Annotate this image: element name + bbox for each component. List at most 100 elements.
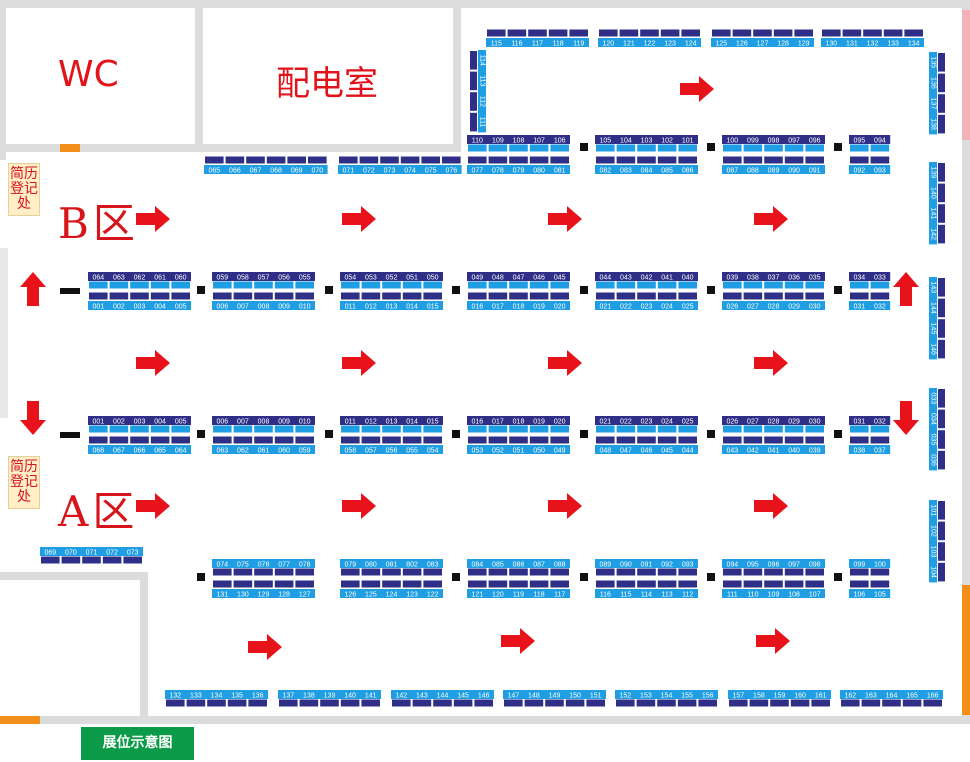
booth[interactable] — [274, 281, 294, 289]
booth[interactable] — [805, 425, 824, 433]
booth[interactable] — [616, 699, 635, 707]
booth[interactable] — [637, 156, 656, 164]
booth[interactable] — [254, 580, 273, 588]
booth[interactable] — [723, 156, 742, 164]
booth[interactable] — [207, 699, 226, 707]
booth[interactable] — [850, 156, 869, 164]
booth[interactable] — [569, 29, 588, 37]
booth[interactable] — [82, 556, 101, 564]
booth[interactable] — [861, 699, 881, 707]
booth[interactable] — [743, 436, 763, 444]
booth[interactable] — [770, 699, 789, 707]
booth[interactable] — [423, 425, 442, 433]
booth[interactable] — [870, 568, 890, 576]
booth[interactable] — [773, 29, 793, 37]
booth[interactable] — [205, 156, 224, 164]
booth[interactable] — [254, 425, 273, 433]
booth[interactable] — [233, 580, 253, 588]
booth[interactable] — [295, 580, 314, 588]
booth[interactable] — [468, 425, 487, 433]
booth[interactable] — [863, 29, 882, 37]
booth[interactable] — [637, 568, 656, 576]
booth[interactable] — [938, 319, 945, 338]
booth[interactable] — [433, 699, 452, 707]
booth[interactable] — [596, 292, 615, 300]
booth[interactable] — [870, 425, 890, 433]
booth[interactable] — [657, 292, 677, 300]
booth[interactable] — [488, 425, 508, 433]
booth[interactable] — [599, 29, 618, 37]
booth[interactable] — [764, 425, 783, 433]
booth[interactable] — [254, 281, 273, 289]
booth[interactable] — [729, 699, 748, 707]
booth[interactable] — [382, 580, 401, 588]
booth[interactable] — [938, 224, 945, 244]
booth[interactable] — [616, 144, 636, 152]
booth[interactable] — [524, 699, 544, 707]
booth[interactable] — [764, 281, 783, 289]
booth[interactable] — [41, 556, 60, 564]
booth[interactable] — [764, 568, 783, 576]
booth[interactable] — [166, 699, 185, 707]
booth[interactable] — [550, 436, 569, 444]
booth[interactable] — [938, 278, 945, 297]
booth[interactable] — [89, 425, 108, 433]
booth[interactable] — [723, 292, 742, 300]
booth[interactable] — [150, 281, 170, 289]
booth[interactable] — [938, 53, 945, 72]
booth[interactable] — [109, 281, 129, 289]
booth[interactable] — [361, 292, 381, 300]
booth[interactable] — [150, 425, 170, 433]
booth[interactable] — [938, 339, 945, 359]
booth[interactable] — [423, 436, 442, 444]
booth[interactable] — [784, 281, 804, 289]
booth[interactable] — [509, 156, 528, 164]
booth[interactable] — [341, 580, 360, 588]
booth[interactable] — [186, 699, 206, 707]
booth[interactable] — [743, 425, 763, 433]
booth[interactable] — [233, 425, 253, 433]
booth[interactable] — [130, 436, 149, 444]
booth[interactable] — [171, 292, 190, 300]
booth[interactable] — [308, 156, 327, 164]
booth[interactable] — [171, 281, 190, 289]
booth[interactable] — [402, 436, 422, 444]
booth[interactable] — [723, 436, 742, 444]
booth[interactable] — [233, 281, 253, 289]
booth[interactable] — [938, 501, 945, 520]
booth[interactable] — [233, 292, 253, 300]
booth[interactable] — [402, 425, 422, 433]
booth[interactable] — [400, 156, 420, 164]
booth[interactable] — [213, 292, 232, 300]
booth[interactable] — [938, 450, 945, 470]
booth[interactable] — [596, 144, 615, 152]
booth[interactable] — [850, 281, 869, 289]
booth[interactable] — [616, 425, 636, 433]
booth[interactable] — [870, 144, 890, 152]
booth[interactable] — [361, 568, 381, 576]
booth[interactable] — [850, 436, 869, 444]
booth[interactable] — [468, 436, 487, 444]
booth[interactable] — [616, 580, 636, 588]
booth[interactable] — [529, 156, 549, 164]
booth[interactable] — [545, 699, 564, 707]
booth[interactable] — [470, 71, 477, 91]
booth[interactable] — [743, 568, 763, 576]
booth[interactable] — [677, 699, 697, 707]
booth[interactable] — [678, 568, 697, 576]
booth[interactable] — [764, 156, 783, 164]
booth[interactable] — [295, 568, 314, 576]
booth[interactable] — [488, 156, 508, 164]
booth[interactable] — [657, 580, 677, 588]
booth[interactable] — [341, 425, 360, 433]
booth[interactable] — [637, 281, 656, 289]
booth[interactable] — [470, 92, 477, 111]
booth[interactable] — [723, 281, 742, 289]
booth[interactable] — [764, 436, 783, 444]
booth[interactable] — [850, 292, 869, 300]
booth[interactable] — [233, 568, 253, 576]
booth[interactable] — [938, 521, 945, 541]
booth[interactable] — [805, 580, 824, 588]
booth[interactable] — [657, 156, 677, 164]
booth[interactable] — [850, 580, 869, 588]
